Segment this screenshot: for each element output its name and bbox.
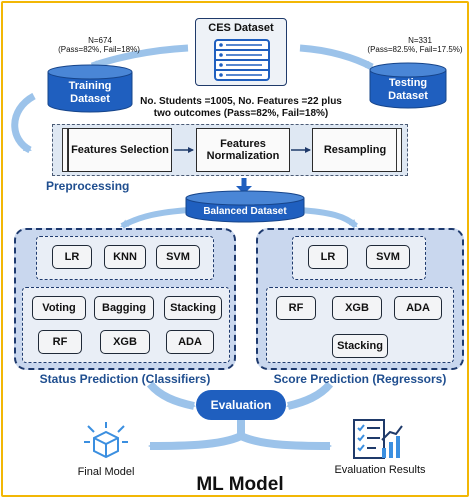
arrow-to-training <box>90 44 189 70</box>
preprocessing-edge-right <box>396 128 402 172</box>
classifier-lr: LR <box>52 245 92 269</box>
step-features-normalization: Features Normalization <box>196 128 290 172</box>
arrow-to-testing <box>299 44 374 71</box>
classifiers-label: Status Prediction (Classifiers) <box>39 372 211 386</box>
arrow-to-regressors <box>297 207 359 229</box>
preprocessing-label: Preprocessing <box>46 179 130 193</box>
classifier-knn: KNN <box>104 245 146 269</box>
arrow-training-to-preprocessing <box>11 92 36 154</box>
classifier-rf: RF <box>38 330 82 354</box>
regressor-stacking: Stacking <box>332 334 388 358</box>
evaluation-node: Evaluation <box>196 390 286 420</box>
footer-title: ML Model <box>196 474 284 495</box>
testing-split: (Pass=82.5%, Fail=17.5%) <box>367 45 463 54</box>
figure-border <box>1 1 469 497</box>
balanced-dataset-cylinder <box>185 190 305 223</box>
ces-dataset-title: CES Dataset <box>208 22 274 34</box>
arrow-regressors-to-eval <box>286 381 334 410</box>
training-split: (Pass=82%, Fail=18%) <box>58 45 140 54</box>
regressor-lr: LR <box>308 245 348 269</box>
arrow-to-classifiers <box>120 207 191 229</box>
arrow-to-final-model <box>148 432 243 450</box>
classifier-bagging: Bagging <box>94 296 154 320</box>
training-dataset-cylinder <box>47 64 133 113</box>
training-count: N=674 <box>88 36 112 45</box>
testing-label-1: Testing <box>388 77 428 89</box>
box-model-icon <box>84 422 128 459</box>
training-label-1: Training <box>68 80 112 92</box>
classifier-xgb: XGB <box>100 330 150 354</box>
evaluation-results-label: Evaluation Results <box>334 464 426 476</box>
training-label-2: Dataset <box>70 93 110 105</box>
dataset-stats: No. Students =1005, No. Features =22 plu… <box>140 96 342 119</box>
classifier-ada: ADA <box>166 330 214 354</box>
testing-label-2: Dataset <box>388 90 428 102</box>
checklist-chart-icon <box>353 419 403 459</box>
regressor-xgb: XGB <box>332 296 382 320</box>
classifier-stacking: Stacking <box>164 296 222 320</box>
database-icon <box>214 39 270 81</box>
testing-dataset-cylinder <box>369 62 447 109</box>
arrow-to-results <box>239 432 332 450</box>
evaluation-label: Evaluation <box>210 398 272 412</box>
final-model-label: Final Model <box>77 466 135 478</box>
classifier-voting: Voting <box>32 296 86 320</box>
testing-count: N=331 <box>408 36 432 45</box>
step-features-selection: Features Selection <box>68 128 172 172</box>
regressors-label: Score Prediction (Regressors) <box>273 372 447 386</box>
preprocessing-edge-left <box>62 128 68 172</box>
regressor-ada: ADA <box>394 296 442 320</box>
regressor-svm: SVM <box>366 245 410 269</box>
classifier-svm: SVM <box>156 245 200 269</box>
ces-dataset-box: CES Dataset <box>195 18 287 86</box>
balanced-dataset-label: Balanced Dataset <box>203 206 287 217</box>
arrow-classifiers-to-eval <box>146 381 196 410</box>
regressor-rf: RF <box>276 296 316 320</box>
step-resampling: Resampling <box>312 128 398 172</box>
